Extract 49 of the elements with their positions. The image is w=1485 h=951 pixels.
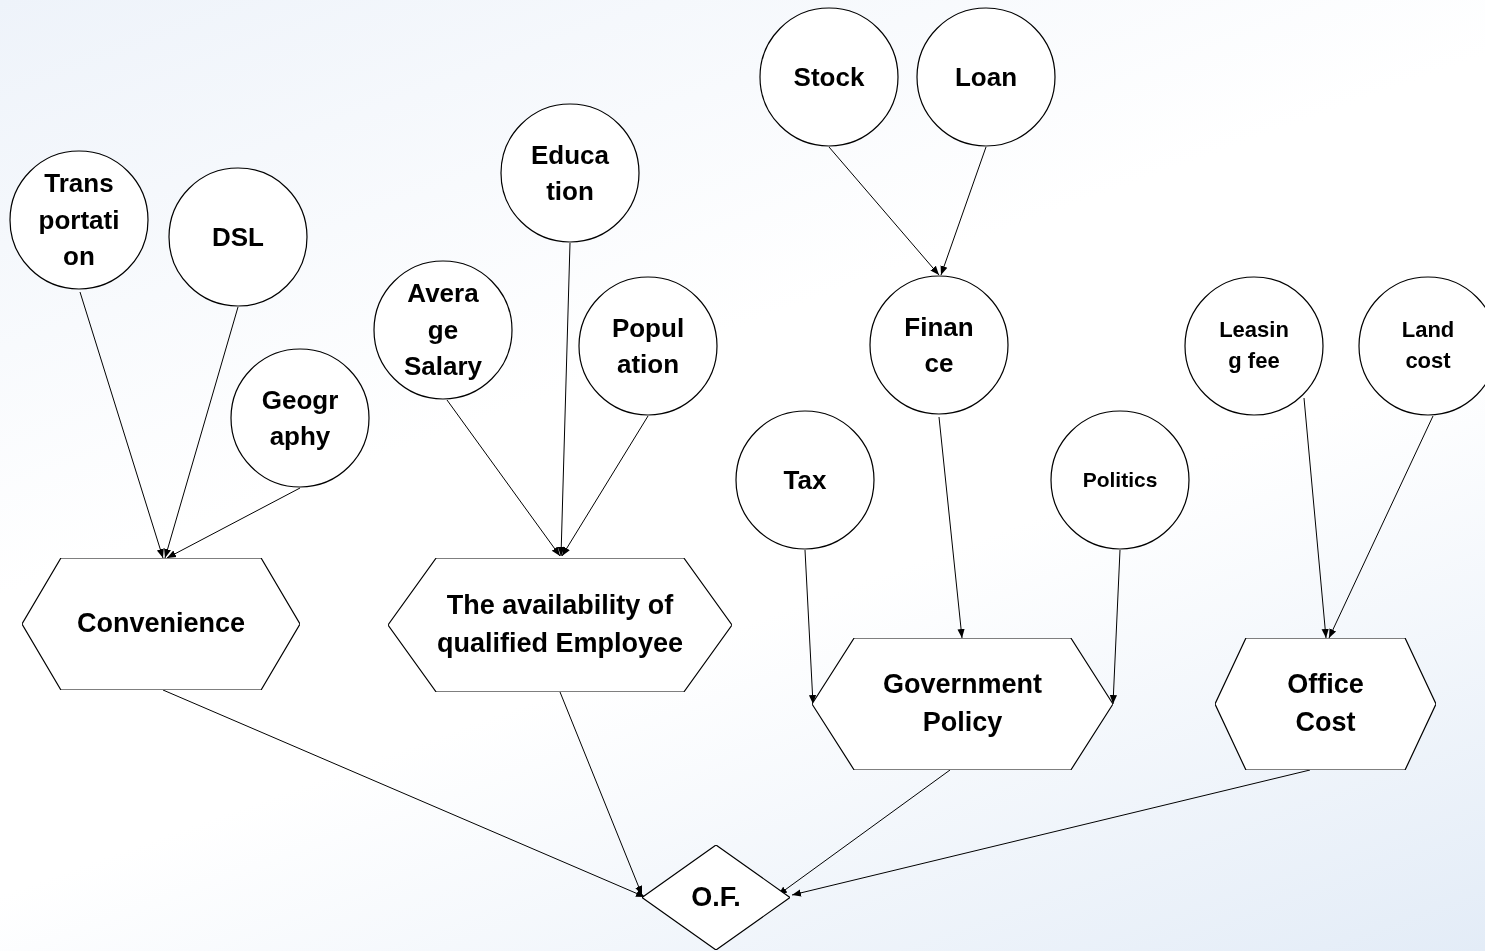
arrow bbox=[1109, 549, 1121, 705]
factor-circle bbox=[500, 103, 640, 243]
arrow bbox=[940, 146, 987, 276]
factor-circle bbox=[578, 276, 718, 416]
arrow bbox=[1328, 415, 1434, 639]
decision-diamond bbox=[642, 845, 790, 950]
factor-circle bbox=[1050, 410, 1190, 550]
node-label: Popul ation bbox=[611, 311, 685, 381]
node-label: Avera ge Salary bbox=[403, 277, 483, 384]
factor-circle bbox=[168, 167, 308, 307]
node-label: Government Policy bbox=[881, 668, 1043, 739]
arrow bbox=[164, 306, 239, 559]
factor-hexagon bbox=[388, 558, 732, 692]
node-label: O.F. bbox=[690, 880, 742, 914]
node-label: Politics bbox=[1082, 467, 1158, 494]
factor-circle bbox=[916, 7, 1056, 147]
arrow bbox=[804, 549, 817, 705]
arrow bbox=[828, 146, 940, 276]
arrow bbox=[79, 291, 164, 559]
node-label: Tax bbox=[783, 463, 827, 497]
factor-circle bbox=[9, 150, 149, 290]
node-label: Trans portati on bbox=[38, 167, 120, 274]
node-label: Office Cost bbox=[1286, 668, 1365, 739]
node-label: Convenience bbox=[75, 607, 247, 641]
node-label: DSL bbox=[212, 220, 264, 254]
factor-circle bbox=[1184, 276, 1324, 416]
factor-circle bbox=[735, 410, 875, 550]
factor-circle bbox=[869, 275, 1009, 415]
node-label: Educa tion bbox=[531, 138, 609, 208]
arrow bbox=[557, 242, 571, 557]
arrow bbox=[561, 415, 649, 557]
factor-hexagon bbox=[22, 558, 300, 690]
node-label: Stock bbox=[793, 60, 865, 94]
factor-circle bbox=[759, 7, 899, 147]
arrow bbox=[559, 691, 643, 896]
node-label: Land cost bbox=[1401, 316, 1455, 375]
node-label: Leasin g fee bbox=[1218, 316, 1290, 375]
arrow bbox=[938, 416, 965, 639]
node-label: Finan ce bbox=[904, 310, 974, 380]
node-label: The availability of qualified Employee bbox=[435, 589, 685, 660]
factor-hexagon bbox=[812, 638, 1113, 770]
node-label: Geogr aphy bbox=[261, 383, 339, 453]
node-label: Loan bbox=[954, 60, 1018, 94]
factor-hexagon bbox=[1215, 638, 1436, 770]
factor-circle bbox=[373, 260, 513, 400]
arrow bbox=[446, 399, 561, 557]
arrow bbox=[166, 487, 301, 559]
factor-circle bbox=[230, 348, 370, 488]
arrow bbox=[1303, 397, 1329, 639]
